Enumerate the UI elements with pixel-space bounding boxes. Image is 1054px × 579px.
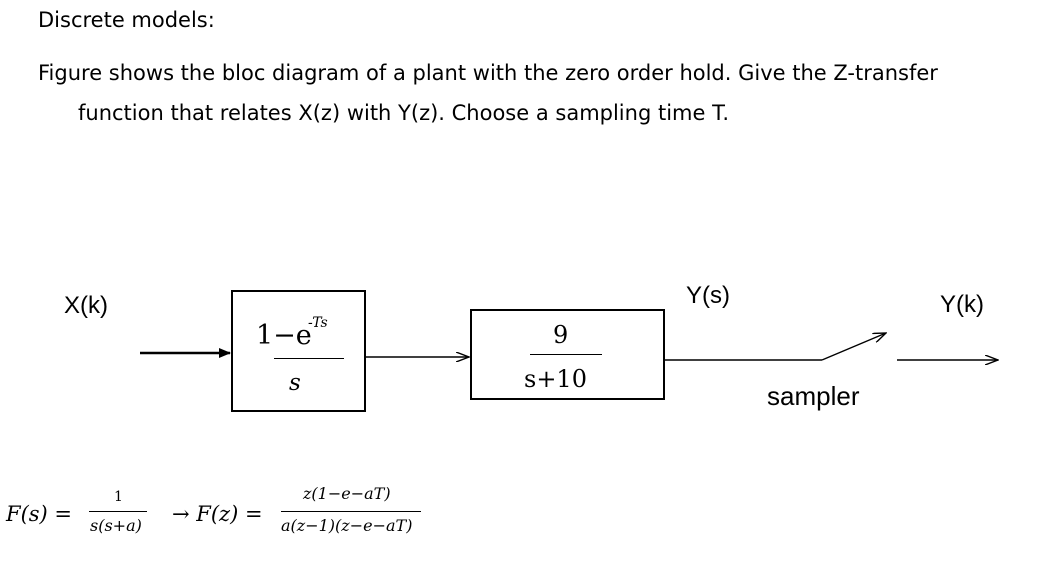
problem-line-1: Figure shows the bloc diagram of a plant… xyxy=(38,61,938,85)
zoh-numerator: 1−e xyxy=(256,320,312,351)
sampler-label: sampler xyxy=(767,381,860,411)
plant-numerator: 9 xyxy=(553,321,569,349)
sampler-switch xyxy=(821,333,886,361)
formula-frac1-bar xyxy=(89,511,147,512)
heading: Discrete models: xyxy=(38,8,215,32)
zoh-fraction-bar xyxy=(274,358,344,359)
plant-fraction-bar xyxy=(530,354,602,355)
zoh-denominator: s xyxy=(289,370,301,396)
plant-denominator: s+10 xyxy=(524,365,587,393)
formula-frac2-bar xyxy=(281,511,421,512)
ys-label: Y(s) xyxy=(686,282,730,309)
output-label-yk: Y(k) xyxy=(940,291,984,318)
zoh-numerator-exponent: -Ts xyxy=(308,315,328,331)
formula-frac1-denominator: s(s+a) xyxy=(90,516,142,535)
formula-lhs: F(s) = xyxy=(6,502,73,526)
formula-frac2-numerator: z(1−e−aT) xyxy=(303,484,391,503)
input-label-xk: X(k) xyxy=(64,292,108,319)
zoh-block: 1−e -Ts s xyxy=(231,290,366,412)
plant-block: 9 s+10 xyxy=(470,309,665,400)
formula-frac1-numerator: 1 xyxy=(114,489,123,505)
formula-middle: → F(z) = xyxy=(172,502,263,526)
formula-frac2-denominator: a(z−1)(z−e−aT) xyxy=(281,516,413,535)
problem-line-2: function that relates X(z) with Y(z). Ch… xyxy=(78,101,730,125)
